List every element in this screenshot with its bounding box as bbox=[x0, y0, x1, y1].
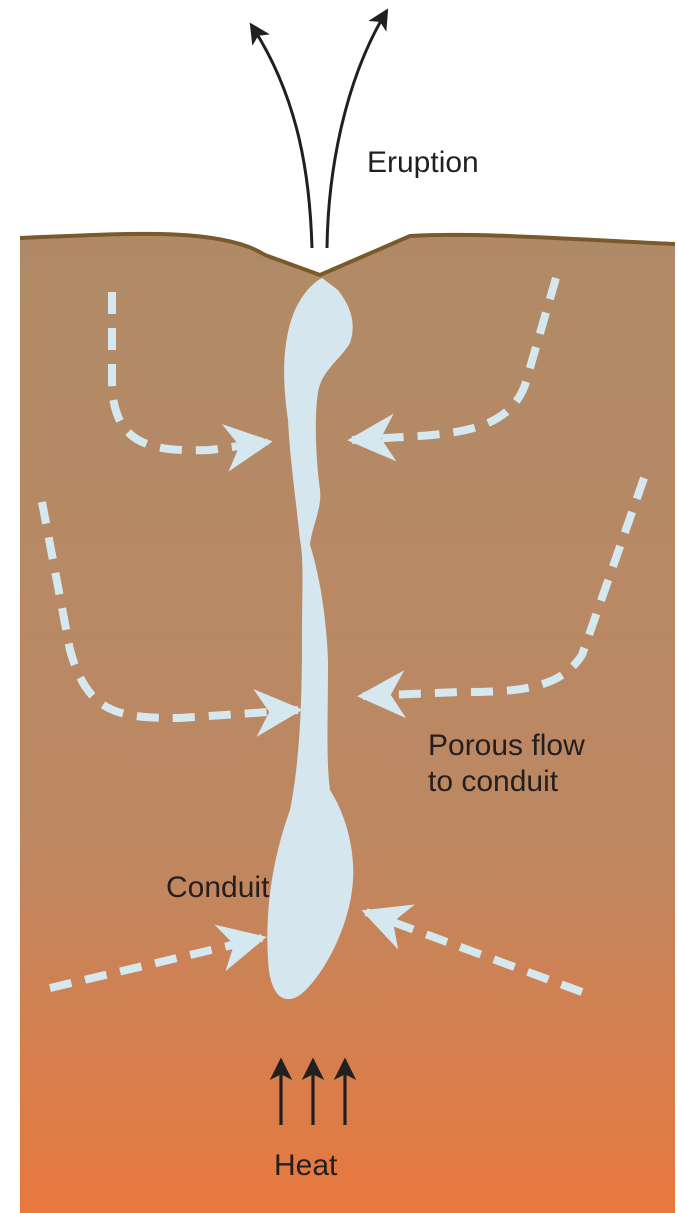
eruption-arrow-left bbox=[252, 26, 312, 248]
conduit-label: Conduit bbox=[166, 871, 270, 904]
ground bbox=[20, 234, 675, 1213]
eruption-arrow-right bbox=[327, 12, 386, 248]
heat-label: Heat bbox=[274, 1149, 338, 1182]
porous-flow-label-line2: to conduit bbox=[428, 765, 559, 798]
eruption-label: Eruption bbox=[367, 146, 479, 179]
porous-flow-label-line1: Porous flow bbox=[428, 729, 585, 762]
